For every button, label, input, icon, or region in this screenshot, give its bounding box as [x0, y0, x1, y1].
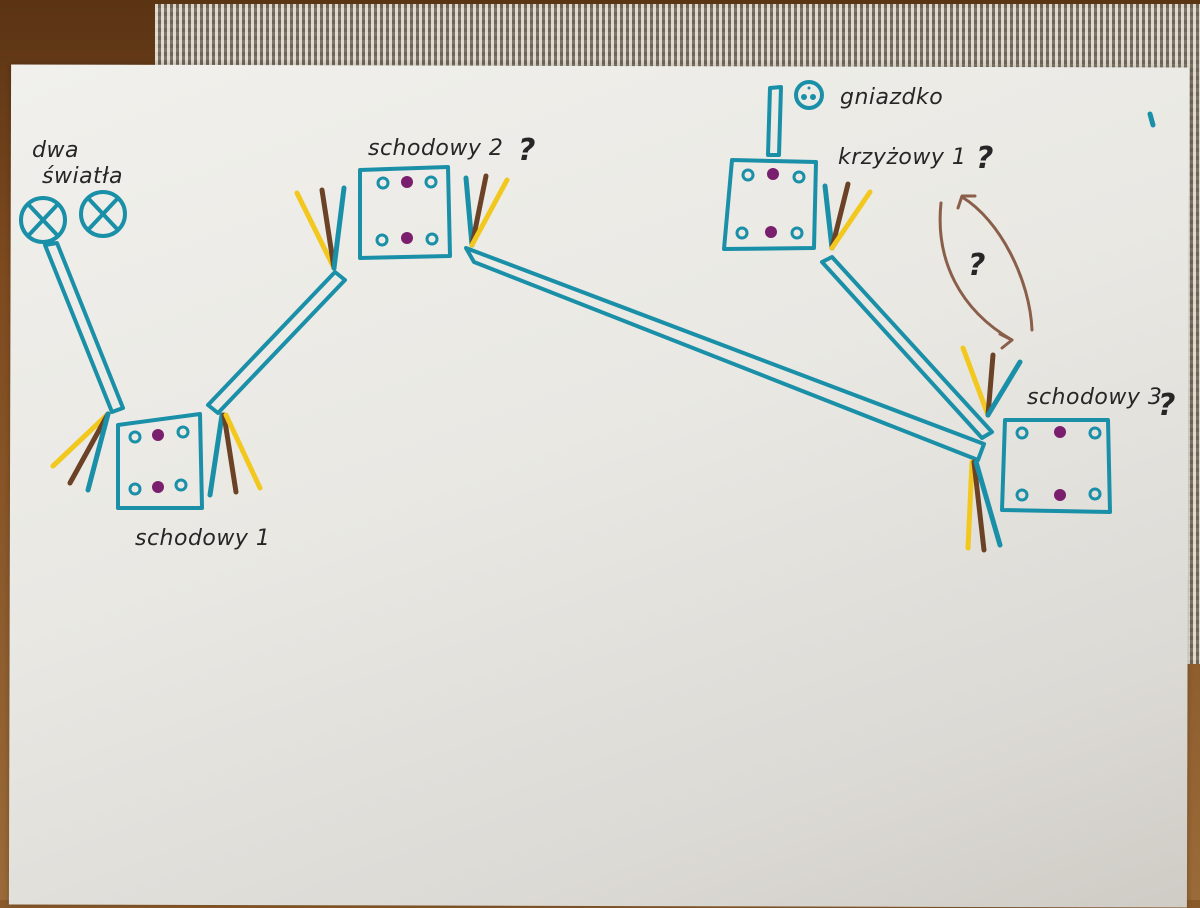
label-switch3: schodowy 3	[1027, 385, 1162, 410]
label-switch2-question: ?	[518, 133, 536, 168]
cable-switch1-to-switch2	[206, 270, 347, 415]
switch3-box	[1000, 418, 1112, 514]
wires-switch3-top	[960, 345, 1023, 418]
label-lamps-line2: światła	[42, 164, 123, 189]
label-cross1-question: ?	[976, 141, 994, 176]
pen-mark	[1147, 111, 1156, 128]
switch1-box	[116, 412, 204, 510]
wires-switch3-bottom	[965, 459, 1003, 553]
label-switch1: schodowy 1	[135, 526, 270, 551]
cable-socket-to-cross1	[766, 85, 783, 157]
cable-cross1-to-switch3	[820, 255, 994, 440]
label-lamps: dwa	[32, 138, 79, 163]
wires-switch2-left	[294, 185, 347, 271]
swap-question-mark: ?	[968, 248, 986, 283]
cross1-box	[722, 158, 818, 251]
wires-cross1	[822, 181, 873, 251]
label-switch3-question: ?	[1158, 388, 1176, 423]
wires-switch1-left	[50, 411, 111, 493]
lamp-icon	[79, 190, 127, 238]
lamp-icon	[19, 196, 67, 244]
label-switch2: schodowy 2	[368, 136, 503, 161]
wires-switch1-right	[207, 412, 263, 498]
swap-question-arrow	[938, 194, 1034, 350]
cable-lamps-to-switch1	[43, 241, 125, 414]
cable-switch2-to-switch3	[464, 246, 986, 462]
wires-switch2-right	[463, 173, 510, 248]
label-cross1: krzyżowy 1	[838, 145, 966, 170]
switch2-box	[358, 165, 452, 260]
socket-icon	[794, 80, 824, 110]
label-socket: gniazdko	[840, 85, 943, 110]
